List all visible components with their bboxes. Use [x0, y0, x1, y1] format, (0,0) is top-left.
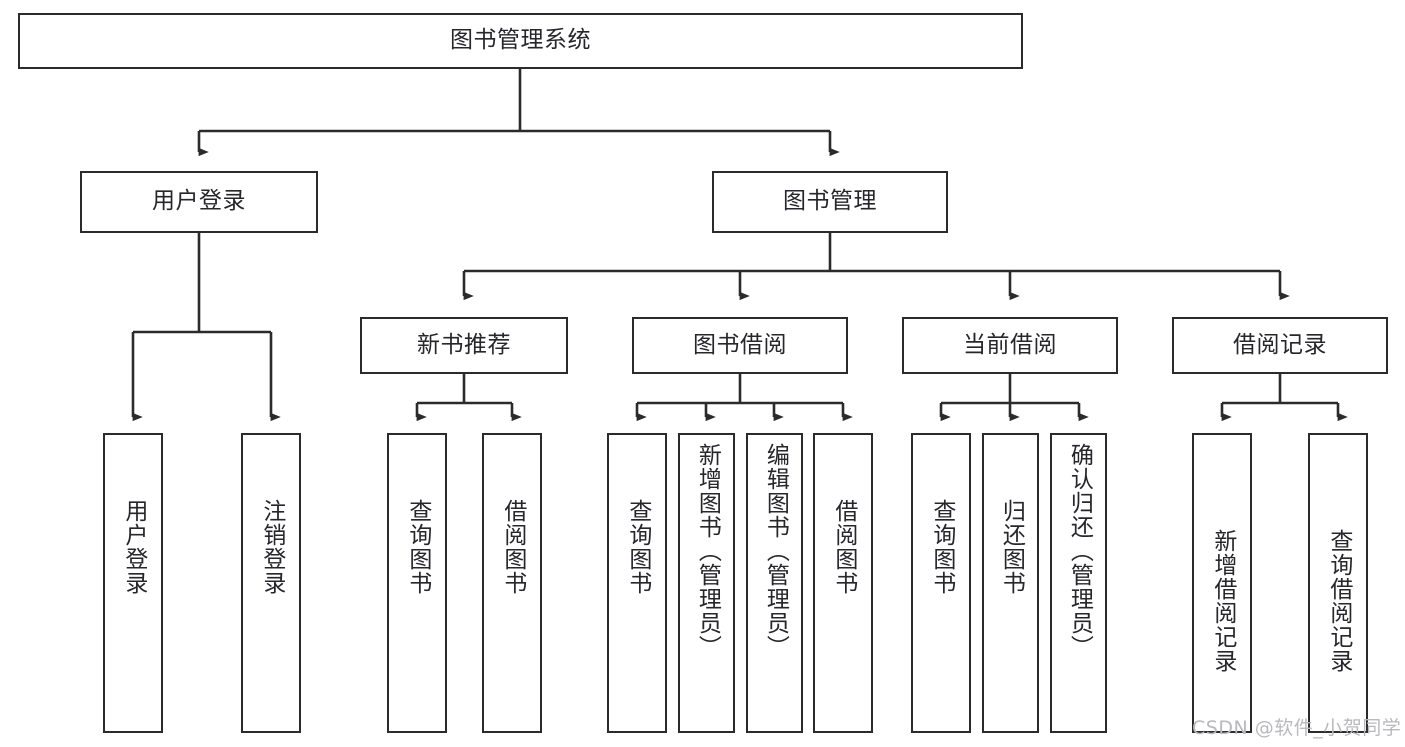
node-leaf-edit-book[interactable]: 编辑图书（管理员） [746, 433, 803, 733]
node-label-new-book-recommend: 新书推荐 [417, 331, 511, 358]
node-leaf-query-book-3[interactable]: 查询图书 [911, 433, 971, 733]
node-leaf-add-book[interactable]: 新增图书（管理员） [678, 433, 735, 733]
node-label-leaf-confirm-return: 确认归还（管理员） [1066, 443, 1093, 659]
node-label-root: 图书管理系统 [450, 27, 591, 54]
node-leaf-query-book-1[interactable]: 查询图书 [387, 433, 447, 733]
node-label-leaf-borrow-book-2: 借阅图书 [830, 499, 857, 595]
node-leaf-return-book[interactable]: 归还图书 [982, 433, 1039, 733]
node-label-current-borrow: 当前借阅 [963, 331, 1057, 358]
node-label-leaf-logout-login: 注销登录 [258, 499, 285, 595]
node-label-book-management: 图书管理 [783, 188, 877, 215]
node-label-leaf-query-book-3: 查询图书 [928, 499, 955, 595]
node-new-book-recommend[interactable]: 新书推荐 [360, 317, 568, 374]
node-label-leaf-query-book-1: 查询图书 [404, 499, 431, 595]
node-label-leaf-edit-book: 编辑图书（管理员） [762, 443, 789, 659]
node-label-user-login: 用户登录 [152, 188, 246, 215]
node-label-leaf-return-book: 归还图书 [998, 499, 1025, 595]
node-label-book-borrow: 图书借阅 [693, 331, 787, 358]
node-leaf-user-login[interactable]: 用户登录 [103, 433, 163, 733]
node-book-borrow[interactable]: 图书借阅 [632, 317, 848, 374]
node-leaf-borrow-book-2[interactable]: 借阅图书 [813, 433, 873, 733]
node-leaf-confirm-return[interactable]: 确认归还（管理员） [1050, 433, 1107, 733]
node-label-leaf-borrow-book-1: 借阅图书 [499, 499, 526, 595]
node-leaf-logout-login[interactable]: 注销登录 [241, 433, 301, 733]
node-current-borrow[interactable]: 当前借阅 [902, 317, 1118, 374]
node-leaf-borrow-book-1[interactable]: 借阅图书 [482, 433, 542, 733]
node-leaf-add-record[interactable]: 新增借阅记录 [1192, 433, 1252, 733]
node-borrow-record[interactable]: 借阅记录 [1172, 317, 1388, 374]
node-label-leaf-query-record: 查询借阅记录 [1325, 529, 1352, 673]
node-label-leaf-add-book: 新增图书（管理员） [694, 443, 721, 659]
node-leaf-query-record[interactable]: 查询借阅记录 [1308, 433, 1368, 733]
node-leaf-query-book-2[interactable]: 查询图书 [607, 433, 667, 733]
node-label-leaf-add-record: 新增借阅记录 [1209, 529, 1236, 673]
node-label-leaf-query-book-2: 查询图书 [624, 499, 651, 595]
node-root-book-management-system[interactable]: 图书管理系统 [18, 13, 1023, 69]
node-book-management[interactable]: 图书管理 [712, 171, 948, 233]
node-user-login[interactable]: 用户登录 [80, 171, 318, 233]
node-label-leaf-user-login: 用户登录 [120, 499, 147, 595]
node-label-borrow-record: 借阅记录 [1233, 331, 1327, 358]
